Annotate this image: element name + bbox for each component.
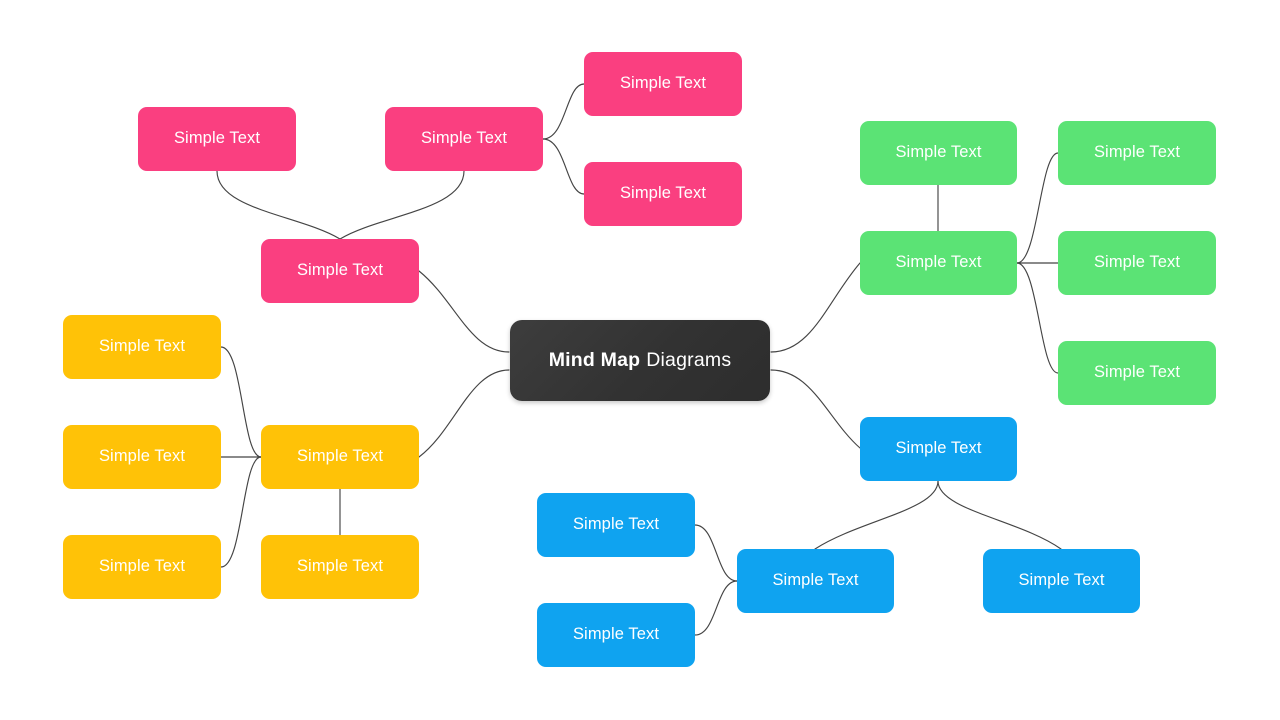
connector-edge-1 <box>418 369 510 458</box>
node-blue-l2[interactable]: Simple Text <box>537 603 695 667</box>
connector-edge-5 <box>339 170 465 240</box>
center-title-bold: Mind Map <box>548 348 641 371</box>
node-green-hub[interactable]: Simple Text <box>860 231 1017 295</box>
node-pink-l1[interactable]: Simple Text <box>138 107 296 171</box>
node-blue-mid[interactable]: Simple Text <box>737 549 894 613</box>
node-pink-hub[interactable]: Simple Text <box>261 239 419 303</box>
node-label: Simple Text <box>98 447 186 466</box>
node-label: Simple Text <box>619 184 707 203</box>
node-green-r2[interactable]: Simple Text <box>1058 231 1216 295</box>
node-label: Simple Text <box>1093 363 1181 382</box>
node-label: Simple Text <box>1093 253 1181 272</box>
connector-edge-6 <box>542 83 585 140</box>
node-label: Simple Text <box>296 447 384 466</box>
connector-edge-3 <box>770 369 861 449</box>
node-pink-sub-a[interactable]: Simple Text <box>584 52 742 116</box>
connector-edge-2 <box>770 262 861 353</box>
node-label: Simple Text <box>173 129 261 148</box>
node-label: Simple Text <box>895 253 982 272</box>
connector-edge-16 <box>814 480 939 550</box>
node-label: Simple Text <box>772 571 859 590</box>
node-label: Simple Text <box>572 515 660 534</box>
node-yellow-l3[interactable]: Simple Text <box>63 535 221 599</box>
node-pink-sub-b[interactable]: Simple Text <box>584 162 742 226</box>
connector-edge-11 <box>1016 262 1059 374</box>
node-label: Simple Text <box>98 337 186 356</box>
center-node[interactable]: Mind Map Diagrams <box>510 320 770 401</box>
node-yellow-l2[interactable]: Simple Text <box>63 425 221 489</box>
node-label: Simple Text <box>296 557 384 576</box>
node-blue-hub[interactable]: Simple Text <box>860 417 1017 481</box>
node-label: Simple Text <box>895 439 982 458</box>
connector-edge-18 <box>694 524 738 582</box>
node-blue-l1[interactable]: Simple Text <box>537 493 695 557</box>
center-title-rest: Diagrams <box>646 348 732 371</box>
node-pink-sub[interactable]: Simple Text <box>385 107 543 171</box>
node-yellow-down[interactable]: Simple Text <box>261 535 419 599</box>
node-blue-right[interactable]: Simple Text <box>983 549 1140 613</box>
node-label: Simple Text <box>572 625 660 644</box>
node-yellow-l1[interactable]: Simple Text <box>63 315 221 379</box>
node-label: Simple Text <box>420 129 508 148</box>
node-green-r3[interactable]: Simple Text <box>1058 341 1216 405</box>
node-label: Simple Text <box>1018 571 1105 590</box>
connector-edge-4 <box>216 170 341 240</box>
connector-edge-12 <box>220 346 262 458</box>
node-label: Simple Text <box>1093 143 1181 162</box>
connector-edge-17 <box>937 480 1062 550</box>
connector-edge-19 <box>694 580 738 636</box>
connector-edge-14 <box>220 456 262 568</box>
node-label: Simple Text <box>296 261 384 280</box>
connector-edge-0 <box>418 270 510 353</box>
connector-edge-9 <box>1016 152 1059 264</box>
connector-edge-7 <box>542 138 585 195</box>
node-label: Simple Text <box>895 143 982 162</box>
node-yellow-hub[interactable]: Simple Text <box>261 425 419 489</box>
node-green-r1[interactable]: Simple Text <box>1058 121 1216 185</box>
node-label: Simple Text <box>619 74 707 93</box>
node-green-top[interactable]: Simple Text <box>860 121 1017 185</box>
node-label: Simple Text <box>98 557 186 576</box>
